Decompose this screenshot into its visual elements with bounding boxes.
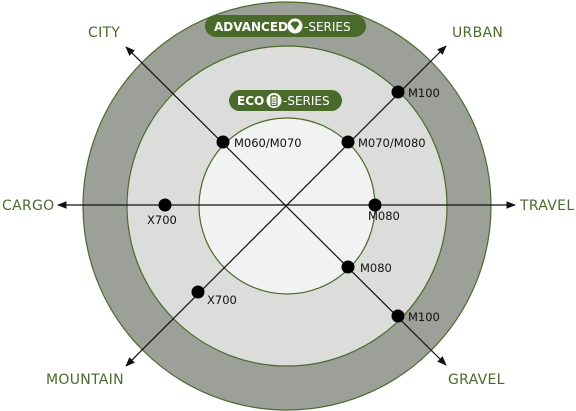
label-x700-cargo: X700 <box>147 213 177 227</box>
point-x700-cargo <box>158 198 172 212</box>
axis-label-gravel: GRAVEL <box>448 372 505 388</box>
eco-badge-suffix: -SERIES <box>283 94 330 108</box>
point-m080-travel <box>368 198 382 212</box>
point-m070-m080 <box>341 135 355 149</box>
axis-label-cargo: CARGO <box>2 198 54 214</box>
advanced-badge-suffix: -SERIES <box>304 20 351 34</box>
diamond-logo-icon <box>287 18 303 34</box>
point-m100-urban <box>391 85 405 99</box>
point-m080-gravel <box>341 260 355 274</box>
eco-badge-bold: ECO <box>237 94 264 108</box>
label-m080-travel: M080 <box>368 209 400 223</box>
advanced-series-badge: ADVANCED -SERIES <box>205 15 366 37</box>
axis-label-travel: TRAVEL <box>519 198 574 214</box>
point-x700-mountain <box>191 285 205 299</box>
advanced-badge-bold: ADVANCED <box>214 20 288 34</box>
point-m060-m070 <box>216 135 230 149</box>
axis-label-mountain: MOUNTAIN <box>46 372 124 388</box>
axis-label-city: CITY <box>88 25 120 41</box>
label-x700-mountain: X700 <box>207 293 237 307</box>
eco-series-badge: ECO -SERIES <box>229 90 342 111</box>
label-m100-gravel: M100 <box>408 310 440 324</box>
axis-urban-mountain <box>125 45 447 367</box>
label-m100-urban: M100 <box>408 86 440 100</box>
label-m070-m080: M070/M080 <box>358 136 426 150</box>
label-m060-m070: M060/M070 <box>234 136 302 150</box>
axis-label-urban: URBAN <box>452 25 503 41</box>
point-m100-gravel <box>391 309 405 323</box>
battery-icon <box>266 93 282 108</box>
label-m080-gravel: M080 <box>360 261 392 275</box>
